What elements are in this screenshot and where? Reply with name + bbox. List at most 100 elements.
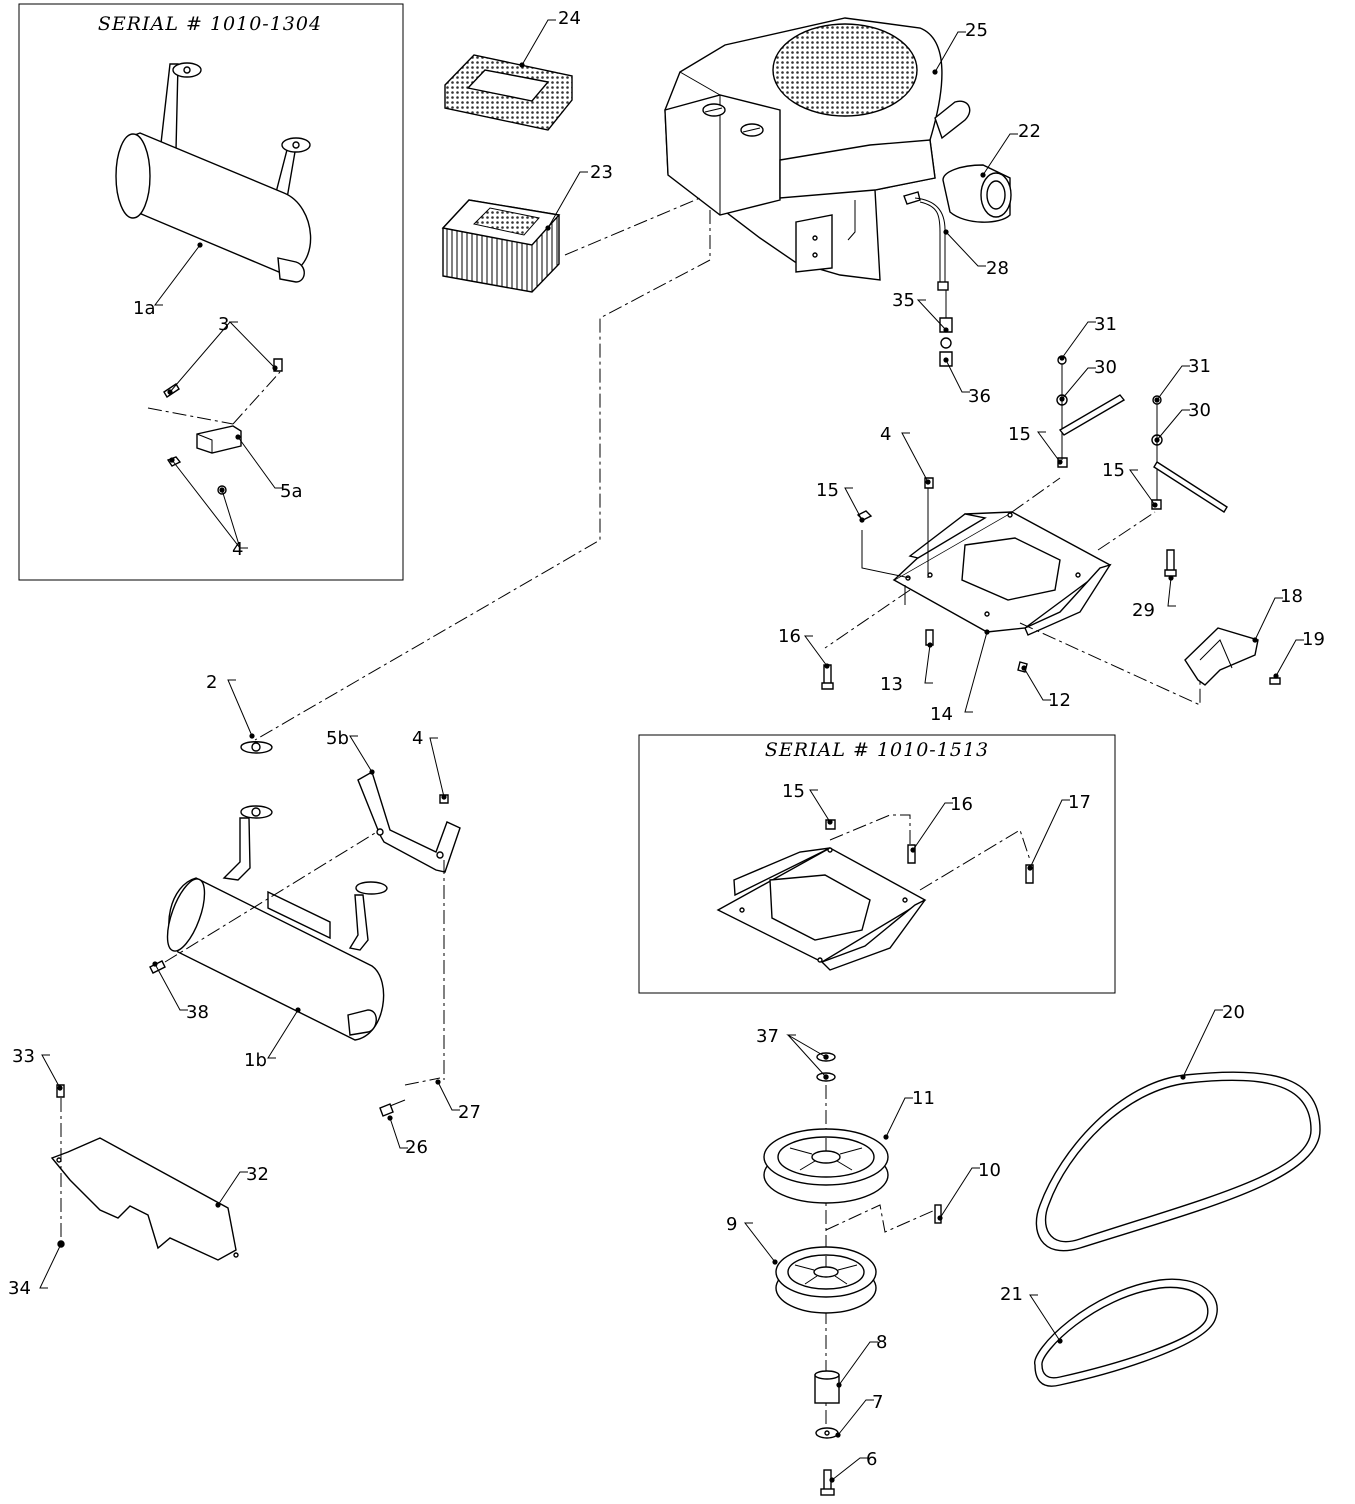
callout-18: 18 — [1252, 586, 1303, 643]
callout-4c: 4 — [412, 728, 447, 800]
oil-drain-hose-28 — [903, 191, 953, 367]
callout-label: 8 — [876, 1332, 887, 1353]
callout-leader — [838, 1341, 878, 1386]
callout-dot — [925, 479, 931, 485]
callout-dot — [57, 1085, 63, 1091]
bracket-18 — [1184, 627, 1281, 686]
callout-dot — [272, 365, 278, 371]
callout-35: 35 — [892, 290, 949, 333]
callout-label: 14 — [930, 704, 953, 725]
callout-17: 17 — [1027, 792, 1091, 871]
callout-dot — [152, 961, 158, 967]
callout-dot — [167, 389, 173, 395]
callout-leader — [1029, 799, 1070, 869]
callout-19: 19 — [1273, 629, 1325, 679]
callout-leader — [934, 31, 966, 73]
callout-32: 32 — [215, 1164, 269, 1208]
callout-16a: 16 — [778, 626, 830, 669]
callout-leader — [901, 432, 929, 483]
callout-label: 24 — [558, 8, 581, 29]
callout-leader — [1023, 667, 1051, 701]
callout-dot — [1154, 437, 1160, 443]
engine-mount-plate-14 — [824, 477, 1201, 706]
callout-label: 3 — [218, 314, 229, 335]
callout-leader — [228, 321, 276, 369]
callout-dot — [829, 1477, 835, 1483]
callout-dot — [836, 1382, 842, 1388]
callout-leader — [349, 735, 373, 773]
bracket-5a — [147, 358, 283, 495]
callout-leader — [939, 1167, 980, 1219]
callout-label: 15 — [1102, 460, 1125, 481]
callout-dot — [519, 62, 525, 68]
callout-11: 11 — [883, 1088, 935, 1140]
callout-leader — [1129, 469, 1156, 506]
callout-leader — [171, 459, 248, 549]
oil-filter-22 — [942, 164, 1012, 223]
callout-leader — [924, 644, 933, 684]
callout-label: 22 — [1018, 121, 1041, 142]
callout-dot — [1252, 637, 1258, 643]
callout-dot — [927, 642, 933, 648]
callout-leader — [1061, 367, 1096, 400]
callout-dot — [984, 629, 990, 635]
callout-31b: 31 — [1154, 356, 1211, 403]
heat-shield-32 — [50, 1084, 239, 1261]
callout-dot — [197, 242, 203, 248]
callout-dot — [1027, 865, 1033, 871]
callout-dot — [1057, 459, 1063, 465]
callout-leader — [837, 1399, 874, 1436]
callout-label: 31 — [1094, 314, 1117, 335]
callout-leader — [743, 1222, 776, 1263]
callout-dot — [943, 229, 949, 235]
callout-leader — [389, 1117, 408, 1149]
callout-leader — [429, 737, 445, 798]
callout-label: 38 — [186, 1002, 209, 1023]
callout-leader — [1254, 597, 1283, 641]
callout-leader — [1156, 409, 1190, 441]
callout-34: 34 — [8, 1241, 64, 1299]
callout-leader — [39, 1243, 62, 1289]
callout-38: 38 — [152, 961, 209, 1023]
callout-dot — [435, 1079, 441, 1085]
callout-dot — [835, 1432, 841, 1438]
callout-label: 37 — [756, 1026, 779, 1047]
callout-leader — [1061, 321, 1096, 359]
callout-leader — [237, 436, 283, 489]
callout-leader — [945, 359, 970, 393]
callout-leader — [885, 1097, 913, 1138]
callout-37: 37 — [756, 1026, 829, 1080]
callout-label: 2 — [206, 672, 217, 693]
callout-leader — [267, 1009, 299, 1059]
callout-dot — [1059, 355, 1065, 361]
serial-box-title: SERIAL # 1010-1513 — [765, 739, 989, 761]
callout-3: 3 — [167, 314, 278, 395]
callout-label: 21 — [1000, 1284, 1023, 1305]
callout-dot — [1273, 673, 1279, 679]
callout-label: 6 — [866, 1449, 877, 1470]
callout-label: 34 — [8, 1278, 31, 1299]
callout-dot — [169, 457, 175, 463]
callout-label: 31 — [1188, 356, 1211, 377]
callout-dot — [859, 517, 865, 523]
callout-29: 29 — [1132, 575, 1176, 621]
callout-6: 6 — [829, 1449, 877, 1483]
engine-25 — [664, 17, 971, 281]
callout-leader — [1167, 577, 1176, 607]
callout-label: 10 — [978, 1160, 1001, 1181]
callout-leader — [1037, 431, 1061, 463]
callout-dot — [772, 1259, 778, 1265]
callout-label: 15 — [782, 781, 805, 802]
callout-dot — [58, 1241, 64, 1247]
serial-box-1010-1513: SERIAL # 1010-1513 — [638, 734, 1116, 994]
pulley-stack — [763, 1052, 942, 1496]
callout-leader — [916, 299, 947, 331]
callout-dot — [1154, 397, 1160, 403]
callout-30a: 30 — [1059, 357, 1117, 402]
callout-label: 12 — [1048, 690, 1071, 711]
callout-leader — [982, 133, 1018, 176]
callout-13: 13 — [880, 642, 933, 695]
callout-label: 18 — [1280, 586, 1303, 607]
